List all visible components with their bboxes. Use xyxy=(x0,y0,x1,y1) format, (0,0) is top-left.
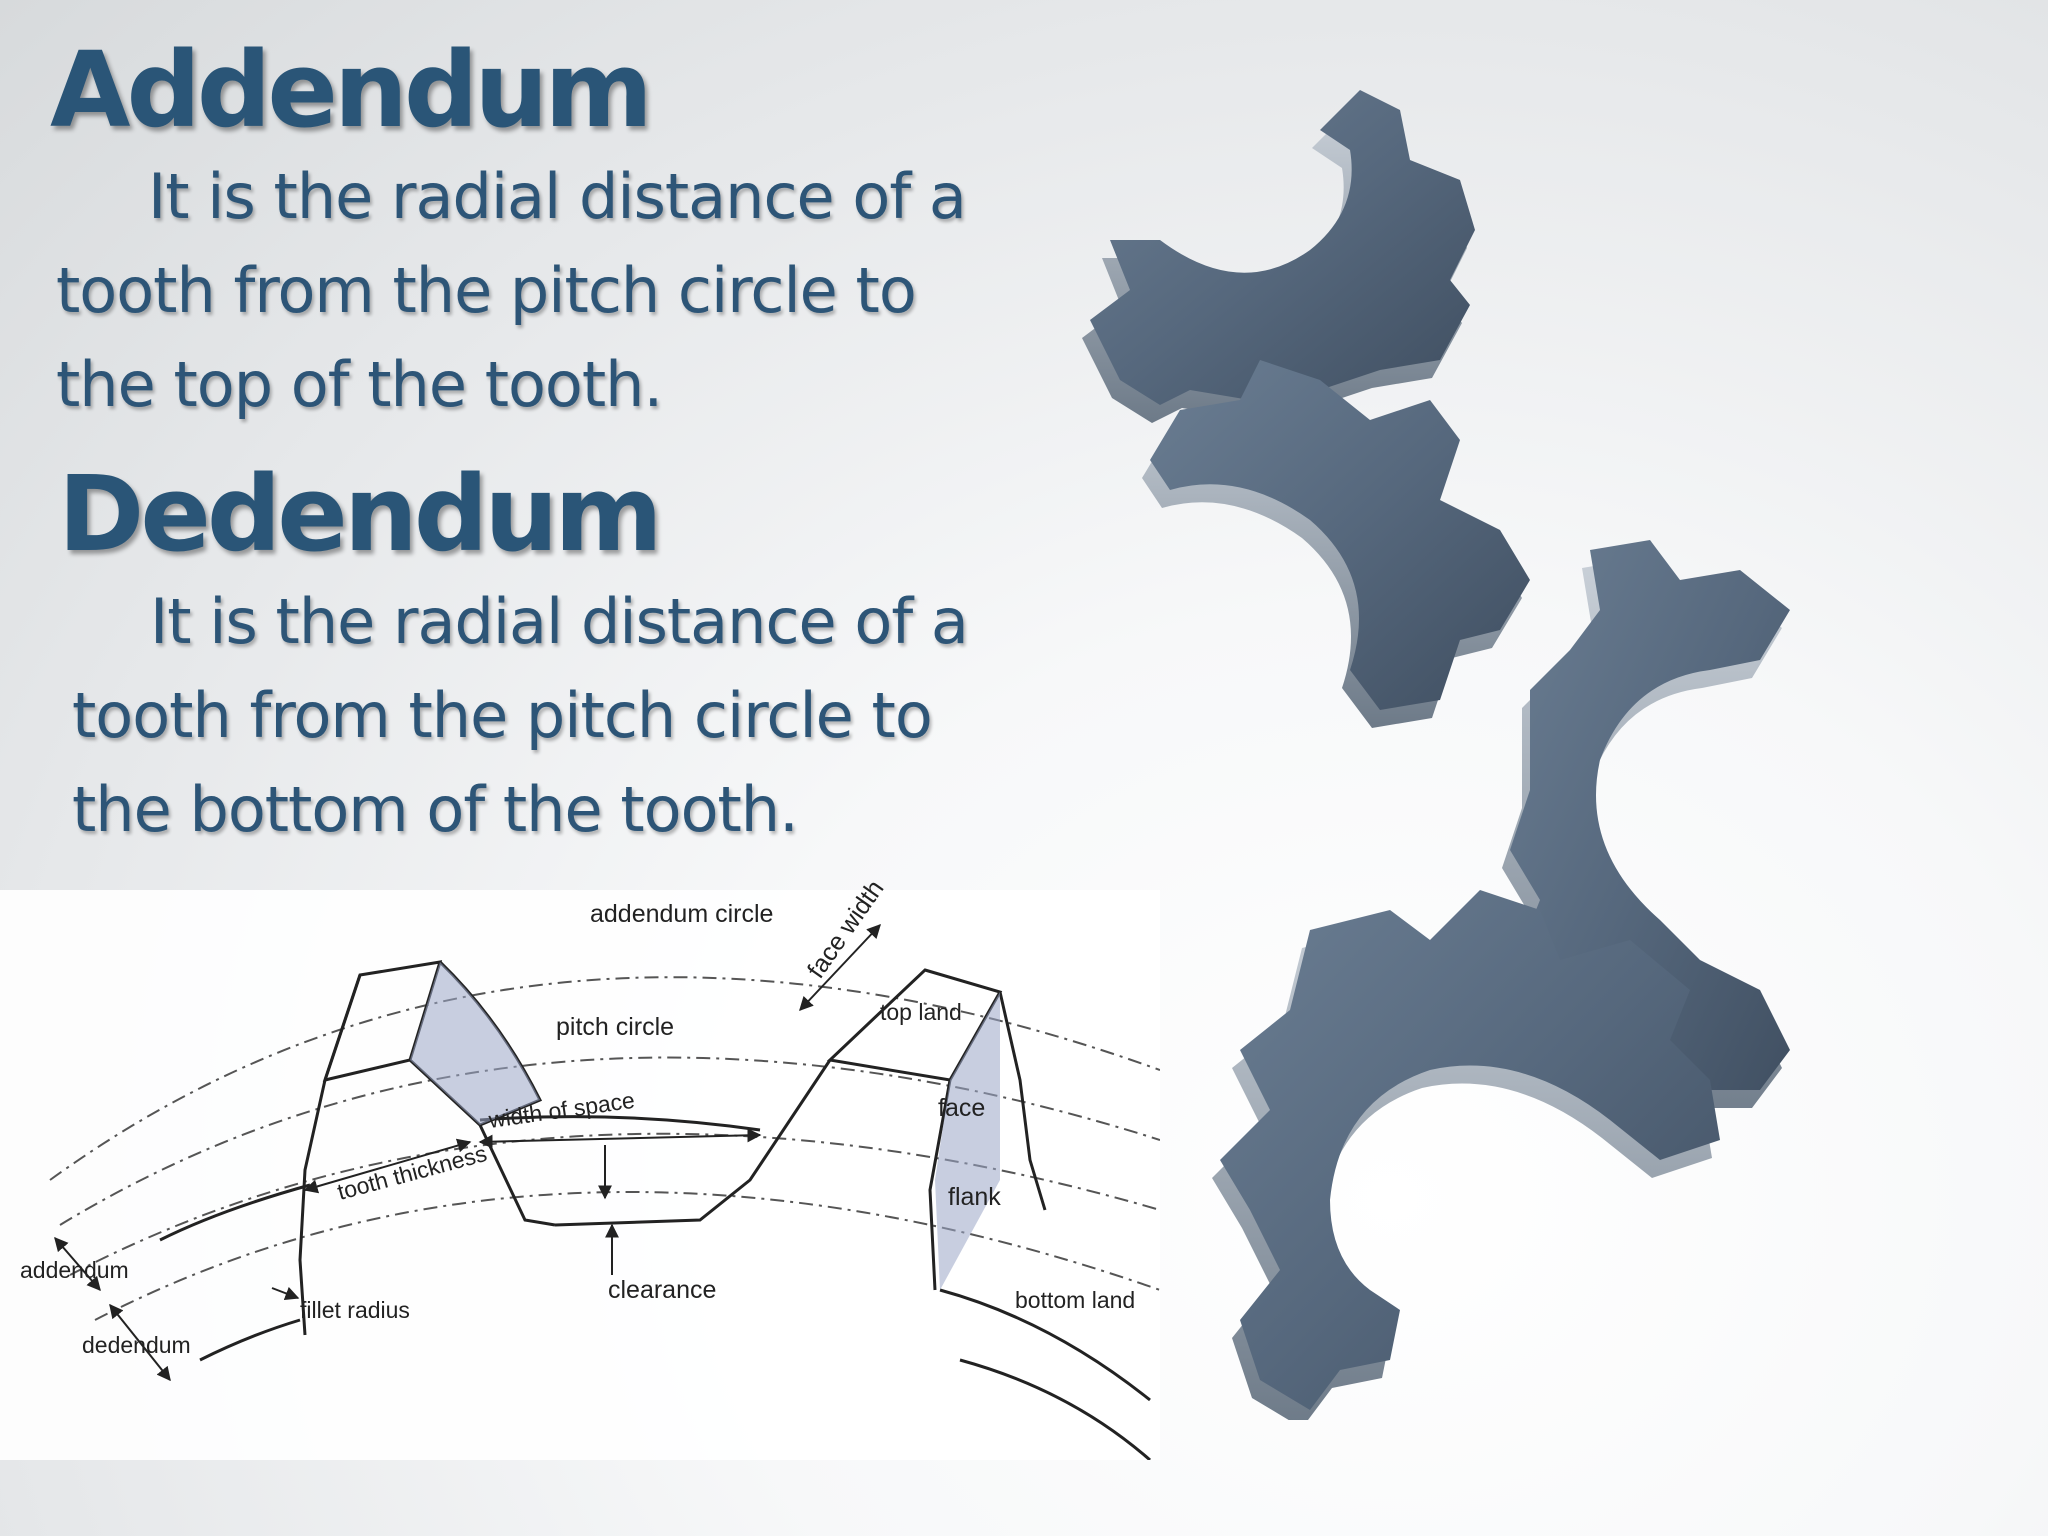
left-tooth-shade xyxy=(410,962,540,1125)
label-bottom-land: bottom land xyxy=(1015,1287,1135,1313)
gear-segment-2 xyxy=(1142,360,1530,728)
label-pitch-circle: pitch circle xyxy=(556,1013,674,1041)
gear-segment-4 xyxy=(1212,890,1720,1420)
gear-illustration xyxy=(1082,90,1790,1420)
dedendum-line-1: It is the radial distance of a xyxy=(150,585,969,658)
addendum-arrow xyxy=(54,1236,101,1292)
gear-segment-4-face xyxy=(1220,890,1720,1410)
addendum-title: Addendum xyxy=(50,29,653,151)
right-tooth-right-face xyxy=(998,991,1047,1211)
fillet-radius-arrow xyxy=(271,1286,300,1301)
dedendum-arrow xyxy=(109,1303,171,1382)
clearance-circle-line xyxy=(94,1191,1160,1321)
label-addendum-circle: addendum circle xyxy=(590,900,773,928)
gear-segment-2-face xyxy=(1150,360,1530,710)
pitch-arc xyxy=(159,1183,311,1242)
right-tooth-left-face xyxy=(554,1059,832,1227)
gear-segment-1 xyxy=(1082,90,1475,423)
root-arc xyxy=(199,1318,301,1362)
addendum-circle-line xyxy=(49,976,1160,1181)
label-flank: flank xyxy=(948,1183,1001,1211)
dedendum-definition: It is the radial distance of a tooth fro… xyxy=(72,575,969,857)
dedendum-line-2: tooth from the pitch circle to xyxy=(72,679,933,752)
label-top-land: top land xyxy=(880,999,962,1025)
label-dedendum: dedendum xyxy=(82,1332,191,1358)
addendum-line-3: the top of the tooth. xyxy=(56,348,663,421)
dedendum-title: Dedendum xyxy=(58,453,663,575)
right-tooth-flank xyxy=(928,1079,952,1291)
addendum-line-1: It is the radial distance of a xyxy=(148,160,967,233)
root-arc-right xyxy=(939,1288,1151,1402)
tooth-thickness-arrow xyxy=(303,1138,472,1194)
right-tooth-shade xyxy=(935,992,1000,1290)
label-addendum: addendum xyxy=(20,1257,129,1283)
bottom-land-arc xyxy=(959,1358,1151,1460)
addendum-definition: It is the radial distance of a tooth fro… xyxy=(56,150,967,432)
label-face: face xyxy=(938,1094,985,1122)
pitch-arc-space xyxy=(479,1115,761,1132)
gear-segment-1-face xyxy=(1090,90,1475,405)
label-clearance: clearance xyxy=(608,1276,716,1304)
face-width-arrow xyxy=(799,923,881,1012)
gear-tooth-diagram: addendum circle face width top land pitc… xyxy=(0,880,1160,1460)
dedendum-line-3: the bottom of the tooth. xyxy=(72,773,799,846)
addendum-line-2: tooth from the pitch circle to xyxy=(56,254,917,327)
label-fillet-radius: fillet radius xyxy=(300,1297,410,1323)
width-of-space-arrow xyxy=(478,1128,762,1149)
